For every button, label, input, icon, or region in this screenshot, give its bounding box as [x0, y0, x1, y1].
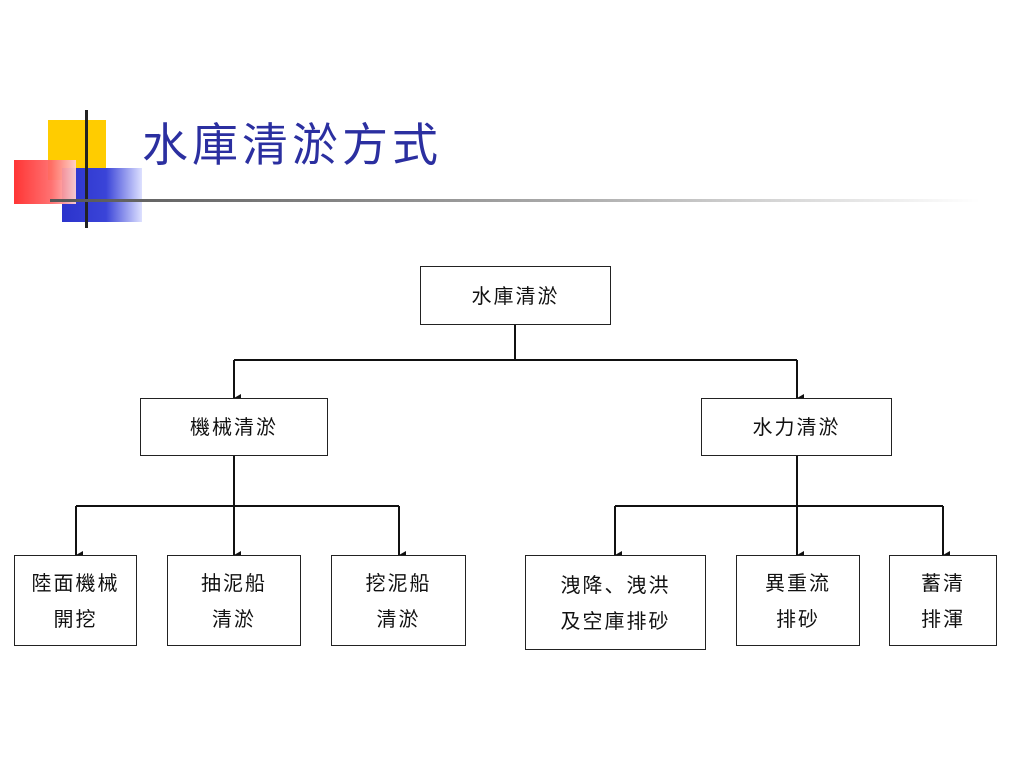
node-line: 排渾 [921, 606, 965, 631]
node-line: 及空庫排砂 [560, 608, 671, 633]
node-hydraulic-dredging: 水力清淤 [701, 398, 892, 456]
node-sluicing: 蓄清 排渾 [889, 555, 997, 646]
node-line: 抽泥船 [201, 570, 267, 595]
node-root: 水庫清淤 [420, 266, 611, 325]
node-line: 開挖 [53, 606, 98, 631]
node-line: 清淤 [376, 606, 421, 631]
node-line: 清淤 [212, 606, 256, 631]
node-mechanical-dredging: 機械清淤 [140, 398, 328, 456]
node-line: 洩降、洩洪 [560, 572, 671, 597]
node-line: 異重流 [765, 570, 831, 595]
title-underline [50, 199, 980, 202]
node-hydraulic-label: 水力清淤 [752, 415, 841, 439]
node-line: 蓄清 [921, 570, 965, 595]
node-suction-dredger: 抽泥船 清淤 [167, 555, 301, 646]
node-root-label: 水庫清淤 [471, 283, 560, 308]
vertical-rule [85, 110, 88, 228]
node-line: 挖泥船 [365, 570, 432, 595]
node-line: 排砂 [776, 606, 820, 631]
node-density-current: 異重流 排砂 [736, 555, 860, 646]
slide-title: 水庫清淤方式 [142, 118, 442, 172]
node-land-excavation: 陸面機械 開挖 [14, 555, 137, 646]
node-line: 陸面機械 [31, 570, 120, 595]
node-excavator-dredger: 挖泥船 清淤 [331, 555, 466, 646]
red-square [14, 160, 76, 204]
node-drawdown-flushing: 洩降、洩洪 及空庫排砂 [525, 555, 706, 650]
node-mechanical-label: 機械清淤 [190, 415, 278, 439]
